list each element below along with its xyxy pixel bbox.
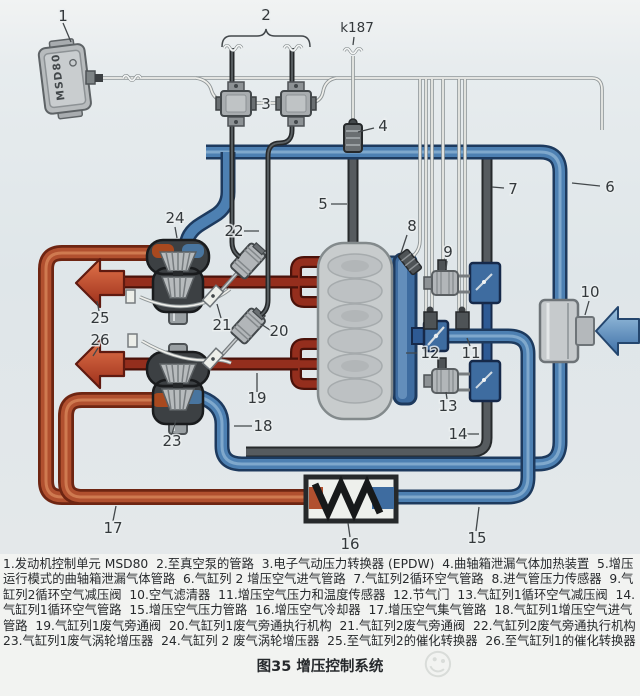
callout-10: 10 (580, 283, 599, 301)
intake-plenum (392, 252, 418, 406)
callout-3: 3 (261, 95, 271, 113)
callout-15: 15 (467, 529, 486, 547)
ecu-plug (95, 74, 103, 82)
exhaust-arrow-bank2 (74, 257, 126, 309)
callout-13: 13 (438, 397, 457, 415)
callout-leader-lines (62, 22, 601, 538)
callout-2: 2 (261, 6, 271, 24)
figure-caption: 图35 增压控制系统 (256, 659, 384, 675)
callout-5: 5 (318, 195, 328, 213)
callout-22: 22 (224, 222, 243, 240)
callout-26: 26 (90, 331, 109, 349)
callout-24: 24 (165, 209, 184, 227)
callout-17: 17 (103, 519, 122, 537)
crankcase-gas-heater (343, 118, 363, 153)
epdw-valve-left (215, 81, 257, 127)
ecu-label: MSD80 (50, 53, 68, 101)
boost-pressure-temp-sensor (423, 306, 470, 330)
callout-8: 8 (407, 217, 417, 235)
callout-k187: k187 (340, 20, 374, 36)
callout-12: 12 (420, 344, 439, 362)
callout-1: 1 (58, 7, 68, 25)
boost-control-diagram: MSD80 (0, 0, 640, 554)
callout-9: 9 (443, 243, 453, 261)
turbocharger-bank1 (145, 343, 211, 435)
callout-2-brace (221, 28, 311, 48)
epdw-valve-right (275, 81, 317, 127)
ecu-connector (85, 70, 96, 85)
callout-7: 7 (508, 180, 518, 198)
intercooler (303, 474, 399, 524)
callout-14: 14 (448, 425, 467, 443)
legend-text: 1.发动机控制单元 MSD80 2.至真空泵的管路 3.电子气动压力转换器 (E… (3, 557, 636, 649)
boost-reference-hoses (125, 287, 233, 365)
turbocharger-bank2 (145, 238, 211, 325)
wastegate-valve-bank1 (201, 347, 225, 371)
smiley-watermark: ☺ (418, 645, 457, 686)
diverter-valve-bank1 (423, 357, 502, 403)
wastegate-valve-bank2 (201, 284, 225, 308)
intake-air-arrow (595, 306, 640, 356)
callout-labels: 1 2 3 4 5 6 7 8 9 10 11 12 13 14 15 16 1… (57, 5, 617, 555)
engine-block (316, 241, 394, 421)
callout-21: 21 (212, 316, 231, 334)
exhaust-arrow-bank1 (74, 338, 126, 390)
callout-18: 18 (253, 417, 272, 435)
callout-4: 4 (378, 117, 388, 135)
callout-20: 20 (269, 322, 288, 340)
callout-19: 19 (247, 389, 266, 407)
callout-16: 16 (340, 535, 359, 553)
callout-6: 6 (605, 178, 615, 196)
ecu-msd80: MSD80 (37, 38, 103, 120)
callout-25: 25 (90, 309, 109, 327)
air-filter (538, 298, 595, 364)
callout-11: 11 (461, 344, 480, 362)
callout-23: 23 (162, 432, 181, 450)
intake-pressure-sensor (397, 248, 423, 276)
